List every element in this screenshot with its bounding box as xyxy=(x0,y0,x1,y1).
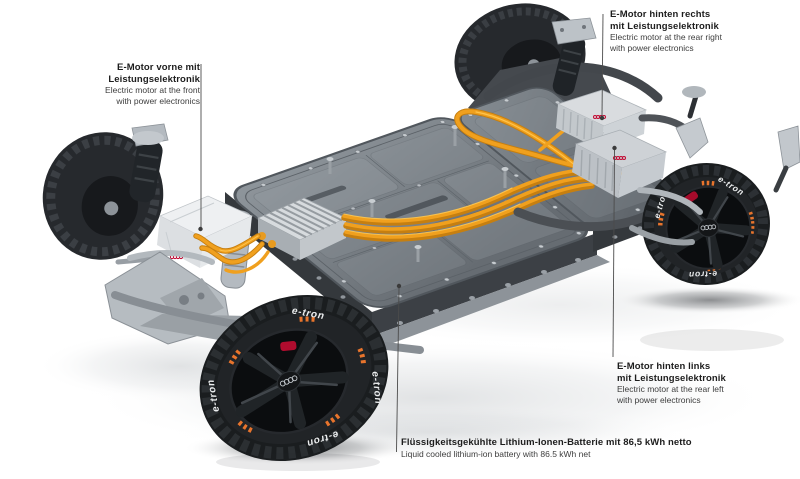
tire-lettering: e-tron xyxy=(369,371,383,405)
leader-rear-right-motor xyxy=(601,13,604,117)
brake-caliper xyxy=(280,340,297,352)
converter-box xyxy=(257,197,347,260)
hv-cables xyxy=(193,108,632,274)
label-front-motor: E-Motor vorne mit Leistungselektronik El… xyxy=(105,62,200,106)
front-far-wheel xyxy=(42,132,164,260)
label-battery: Flüssigkeitsgekühlte Lithium-Ionen-Batte… xyxy=(401,437,692,459)
rear-shock-absorber xyxy=(551,17,597,96)
leader-battery xyxy=(396,287,400,453)
label-rear-right-motor-en-line1: Electric motor at the rear right xyxy=(610,32,722,42)
rear-wheel-shadow xyxy=(615,286,800,314)
label-front-motor-de-line2: Leistungselektronik xyxy=(108,73,200,85)
audi-rings-wheel-cap xyxy=(700,224,717,231)
audi-rings-rear-left xyxy=(613,156,626,160)
label-rear-left-motor-de-line2: mit Leistungselektronik xyxy=(617,372,726,384)
tire-accent-orange xyxy=(657,180,755,272)
leader-lines xyxy=(198,13,617,453)
front-left-wheel: e-tron e-tron e-tron e-tron xyxy=(199,294,389,462)
front-strut xyxy=(129,123,169,203)
label-front-motor-de-line1: E-Motor vorne mit xyxy=(117,62,200,73)
label-rear-left-motor-en-line2: with power electronics xyxy=(617,394,701,405)
rear-left-motor xyxy=(572,129,668,198)
leader-rear-left-motor xyxy=(612,149,615,358)
label-rear-right-motor: E-Motor hinten rechts mit Leistungselekt… xyxy=(610,9,722,53)
rear-knuckle xyxy=(629,86,709,246)
label-rear-left-motor: E-Motor hinten links mit Leistungselektr… xyxy=(617,361,726,405)
far-right-knuckle xyxy=(773,125,800,193)
label-rear-right-motor-en-line2: with power electronics xyxy=(610,42,694,53)
rear-wheel-reflection xyxy=(640,329,784,351)
label-battery-en-line1: Liquid cooled lithium-ion battery with 8… xyxy=(401,448,591,459)
label-rear-left-motor-en-line1: Electric motor at the rear left xyxy=(617,384,724,394)
front-wheel-reflection xyxy=(216,453,380,471)
label-rear-right-motor-de-line1: E-Motor hinten rechts xyxy=(610,9,711,20)
label-battery-de-line1: Flüssigkeitsgekühlte Lithium-Ionen-Batte… xyxy=(401,437,692,448)
label-rear-left-motor-de-line1: E-Motor hinten links xyxy=(617,361,711,372)
label-rear-right-motor-de-line2: mit Leistungselektronik xyxy=(610,20,719,32)
audi-rings-wheel-cap xyxy=(279,375,298,387)
tire-lettering: e-tron xyxy=(688,269,717,280)
label-front-motor-en-line1: Electric motor at the front xyxy=(105,85,200,95)
label-front-motor-en-line2: with power electronics xyxy=(116,95,200,106)
tire-accent-orange xyxy=(221,316,367,440)
